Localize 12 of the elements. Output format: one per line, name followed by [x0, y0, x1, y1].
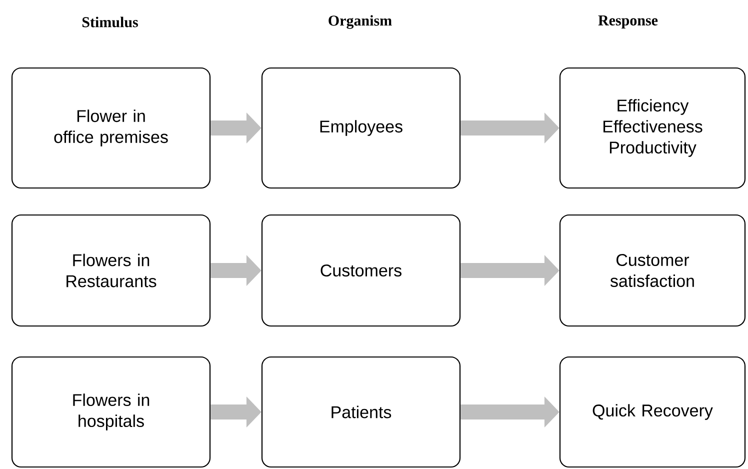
column-heading: Response	[598, 16, 658, 29]
process-box: Employees	[261, 67, 461, 189]
process-box: Customers	[261, 214, 461, 327]
process-box: Efficiency Effectiveness Productivity	[559, 67, 746, 189]
process-box: Quick Recovery	[559, 356, 746, 468]
column-heading: Stimulus	[82, 16, 138, 28]
process-box: Patients	[261, 356, 461, 468]
column-heading: Organism	[328, 15, 392, 29]
process-box: Flowers in hospitals	[11, 356, 211, 468]
process-box: Flower in office premises	[11, 67, 211, 189]
process-box: Flowers in Restaurants	[11, 214, 211, 327]
process-box: Customer satisfaction	[559, 214, 746, 327]
